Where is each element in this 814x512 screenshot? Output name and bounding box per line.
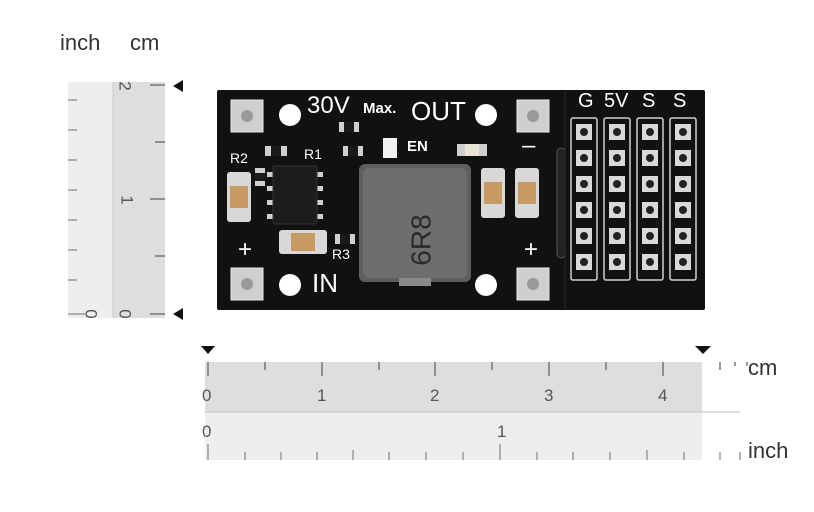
vertical-ruler — [68, 80, 183, 320]
mounting-holes — [279, 104, 497, 296]
vertical-cm-tick-1: 1 — [117, 195, 137, 205]
vertical-cm-unit-label: cm — [130, 30, 160, 55]
pcb-board — [217, 90, 705, 310]
horizontal-cm-tick-1: 1 — [317, 386, 327, 405]
horizontal-inch-unit-label: inch — [748, 438, 789, 463]
en-pad — [383, 138, 397, 158]
header-pin-grid — [570, 117, 697, 281]
silk-out: OUT — [411, 96, 466, 126]
horizontal-marker-right — [695, 346, 711, 354]
mounting-hole-bl — [279, 274, 301, 296]
silk-en: EN — [407, 138, 428, 155]
header-label-5v: 5V — [604, 90, 629, 112]
solder-pads — [230, 99, 550, 301]
header-label-g: G — [578, 90, 594, 112]
silk-voltage: 30V — [307, 92, 350, 119]
mounting-hole-br — [475, 274, 497, 296]
vertical-cm-tick-0: 0 — [115, 309, 135, 319]
horizontal-inch-tick-0: 0 — [202, 422, 212, 441]
vertical-inch-unit-label: inch — [60, 30, 101, 55]
regulator-ic — [267, 165, 323, 225]
horizontal-marker-left — [201, 346, 215, 354]
inductor — [359, 164, 471, 286]
vertical-marker-top — [173, 80, 183, 92]
capacitors — [227, 168, 539, 254]
horizontal-cm-tick-0: 0 — [202, 386, 212, 405]
horizontal-cm-tick-2: 2 — [430, 386, 440, 405]
horizontal-cm-tick-4: 4 — [658, 386, 668, 405]
vertical-cm-tick-2: 2 — [115, 81, 135, 91]
header-label-s2: S — [673, 90, 687, 112]
silk-plus-in: + — [238, 236, 253, 263]
pad-in-minus — [230, 267, 264, 301]
mounting-hole-tr — [475, 104, 497, 126]
header-slot — [556, 147, 566, 259]
silk-plus-out: + — [524, 236, 539, 263]
silk-in: IN — [312, 268, 338, 298]
vertical-marker-bottom — [173, 308, 183, 320]
vertical-inch-tick-0: 0 — [81, 309, 101, 319]
horizontal-cm-unit-label: cm — [748, 355, 778, 380]
smd-components — [255, 122, 487, 244]
silk-r2: R2 — [230, 150, 248, 166]
horizontal-cm-tick-3: 3 — [544, 386, 554, 405]
silk-minus: – — [522, 132, 536, 159]
silk-r1: R1 — [304, 146, 322, 162]
header-label-s1: S — [642, 90, 656, 112]
silk-max: Max. — [363, 100, 397, 117]
mounting-hole-tl — [279, 104, 301, 126]
silk-r3: R3 — [332, 246, 350, 262]
horizontal-ruler — [201, 346, 748, 460]
horizontal-inch-tick-1: 1 — [497, 422, 507, 441]
inductor-code: 6R8 — [405, 214, 437, 266]
